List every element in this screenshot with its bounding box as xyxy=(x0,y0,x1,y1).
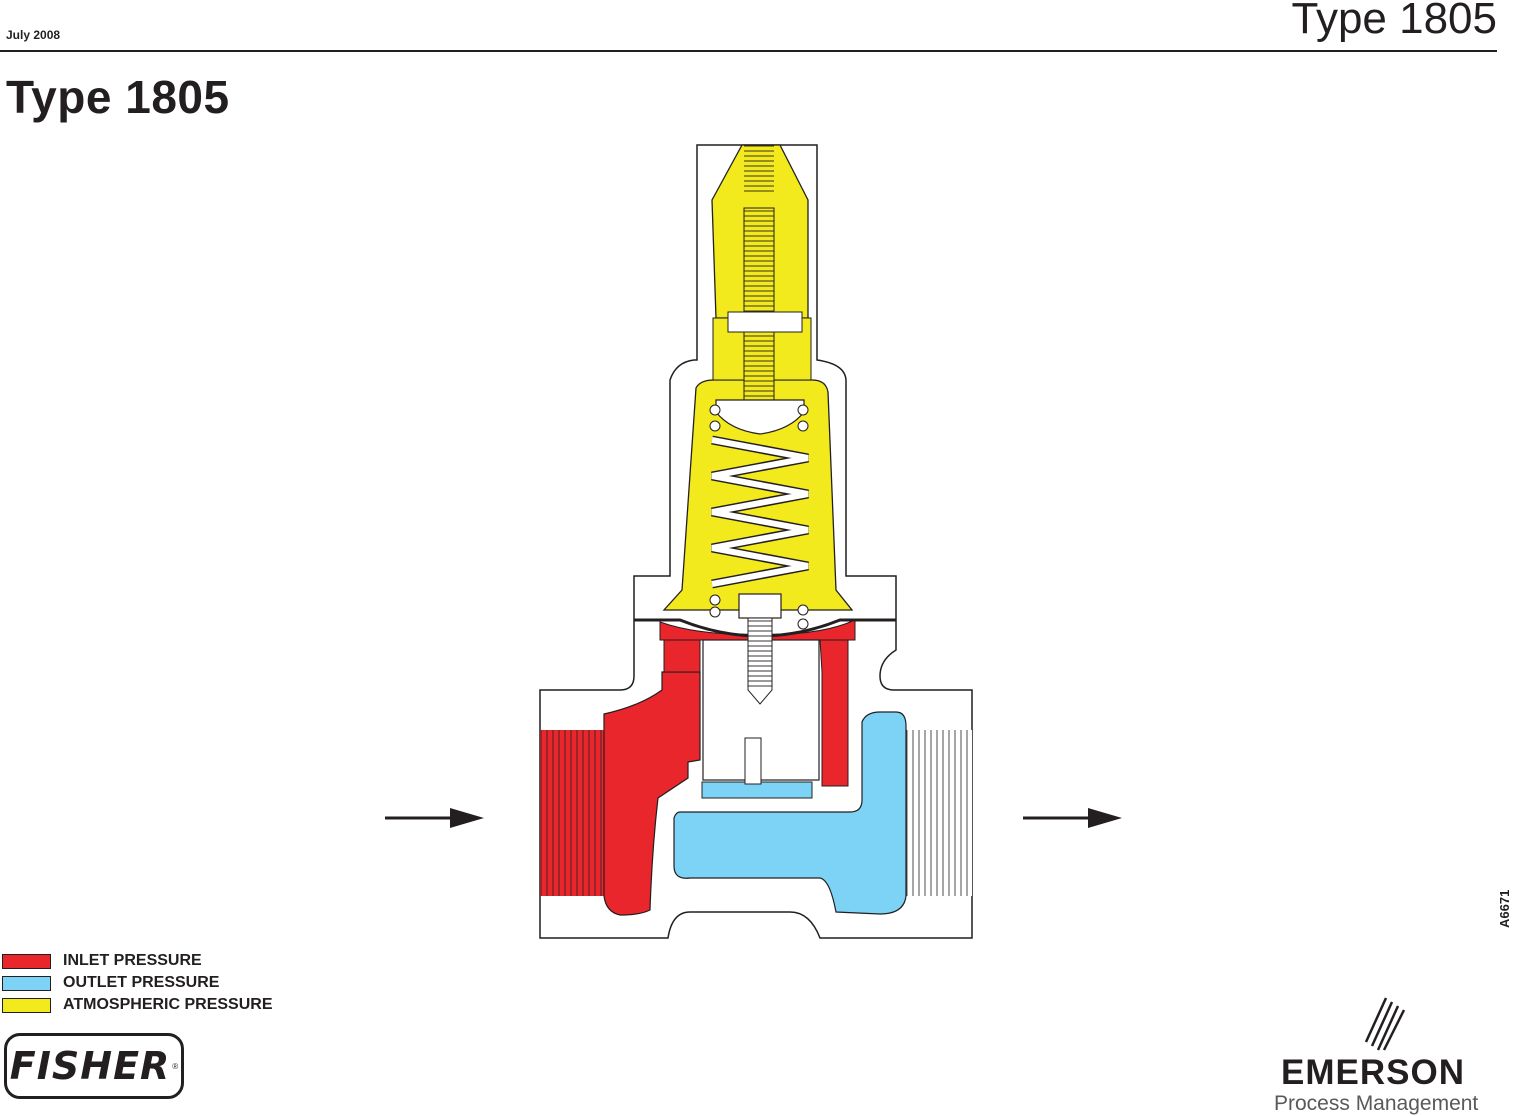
atmospheric-swatch xyxy=(2,997,51,1013)
outlet-pressure-region xyxy=(673,711,907,915)
outlet-swatch xyxy=(2,975,51,991)
legend-label: INLET PRESSURE xyxy=(63,952,202,969)
emerson-wordmark: EMERSON xyxy=(1281,1053,1465,1092)
regulator-spring xyxy=(711,435,809,589)
figure-id: A6671 xyxy=(1497,889,1512,928)
document-date: July 2008 xyxy=(6,28,61,42)
legend-label: ATMOSPHERIC PRESSURE xyxy=(63,996,273,1013)
fisher-wordmark: FISHER xyxy=(9,1044,171,1088)
legend-label: OUTLET PRESSURE xyxy=(63,974,220,991)
emerson-subtitle: Process Management xyxy=(1274,1092,1479,1115)
header-rule xyxy=(0,50,1497,52)
inlet-flow-arrow xyxy=(385,808,484,828)
inlet-pressure-region xyxy=(603,671,701,916)
legend-item-outlet: OUTLET PRESSURE xyxy=(2,972,273,994)
header-document-type: Type 1805 xyxy=(1291,0,1498,43)
page-title: Type 1805 xyxy=(6,71,230,123)
upper-spring-seat xyxy=(715,399,805,435)
pressure-legend: INLET PRESSURE OUTLET PRESSURE ATMOSPHER… xyxy=(2,950,273,1016)
emerson-logo-icon xyxy=(1364,997,1406,1051)
fisher-logo: FISHER® xyxy=(4,1033,184,1099)
inlet-swatch xyxy=(2,953,51,969)
legend-item-atmospheric: ATMOSPHERIC PRESSURE xyxy=(2,994,273,1016)
stem-nut xyxy=(738,593,782,619)
atmospheric-spring-case xyxy=(662,379,854,611)
outlet-flow-arrow xyxy=(1023,808,1122,828)
legend-item-inlet: INLET PRESSURE xyxy=(2,950,273,972)
